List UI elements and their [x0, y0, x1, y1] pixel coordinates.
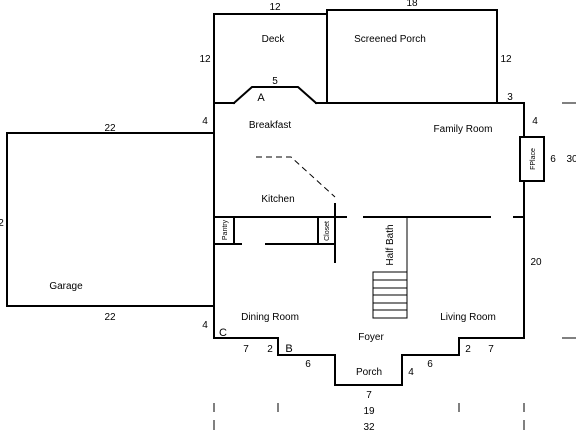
fireplace	[519, 136, 545, 182]
dim-garage-bottom: 22	[104, 312, 116, 323]
room-label-foyer: Foyer	[358, 332, 384, 343]
dim-screened-porch-height: 12	[500, 54, 512, 65]
screened-porch-wall	[326, 9, 498, 104]
bay-window-a	[232, 86, 318, 105]
dim-deck-width: 12	[269, 2, 281, 13]
room-label-family-room: Family Room	[434, 124, 493, 135]
dim-breakfast-offset: 4	[202, 116, 208, 127]
marker-b: B	[285, 343, 292, 355]
dim-house-depth-right: 30	[566, 154, 576, 165]
dim-right-seg-2: 2	[465, 344, 471, 355]
room-label-half-bath: Half Bath	[385, 224, 396, 265]
dim-family-offset: 4	[532, 116, 538, 127]
dim-porch-depth: 4	[408, 367, 414, 378]
dim-fplace-width: 6	[550, 154, 556, 165]
dim-dining-offset: 4	[202, 320, 208, 331]
dim-right-seg-7: 7	[488, 344, 494, 355]
dim-living-depth: 20	[530, 257, 542, 268]
house-wall-top-left	[213, 102, 235, 326]
room-label-kitchen: Kitchen	[261, 194, 294, 205]
room-label-breakfast: Breakfast	[249, 120, 291, 131]
dim-garage-depth: 2	[0, 218, 4, 229]
dim-total-width: 32	[363, 422, 375, 432]
room-label-fplace: FPlace	[530, 148, 537, 170]
house-wall-right	[213, 180, 525, 386]
dim-garage-top: 22	[104, 123, 116, 134]
room-label-screened-porch: Screened Porch	[354, 34, 426, 45]
marker-a: A	[257, 92, 265, 104]
marker-c: C	[219, 327, 227, 339]
dim-dining-seg-2: 2	[267, 344, 273, 355]
kitchen-counter-dashed	[256, 156, 336, 198]
dim-deck-height: 12	[199, 54, 211, 65]
room-label-deck: Deck	[262, 34, 286, 45]
room-label-pantry: Pantry	[222, 219, 229, 240]
dim-screened-porch-width: 18	[406, 0, 418, 9]
dim-foyer-seg-6: 6	[305, 359, 311, 370]
room-label-porch: Porch	[356, 367, 382, 378]
room-label-living-room: Living Room	[440, 312, 496, 323]
dim-bay-width: 5	[272, 76, 278, 87]
dim-dining-seg-7: 7	[243, 344, 249, 355]
dim-center-width: 19	[363, 406, 375, 417]
room-label-closet: Closet	[324, 221, 331, 241]
room-label-dining-room: Dining Room	[241, 312, 299, 323]
deck-wall	[213, 13, 328, 104]
room-label-garage: Garage	[49, 281, 83, 292]
dim-porch-offset-right: 3	[507, 92, 513, 103]
house-wall-top-right	[315, 102, 525, 138]
garage-wall	[6, 132, 215, 307]
dim-porch-width: 7	[366, 390, 372, 401]
dim-right-seg-6: 6	[427, 359, 433, 370]
